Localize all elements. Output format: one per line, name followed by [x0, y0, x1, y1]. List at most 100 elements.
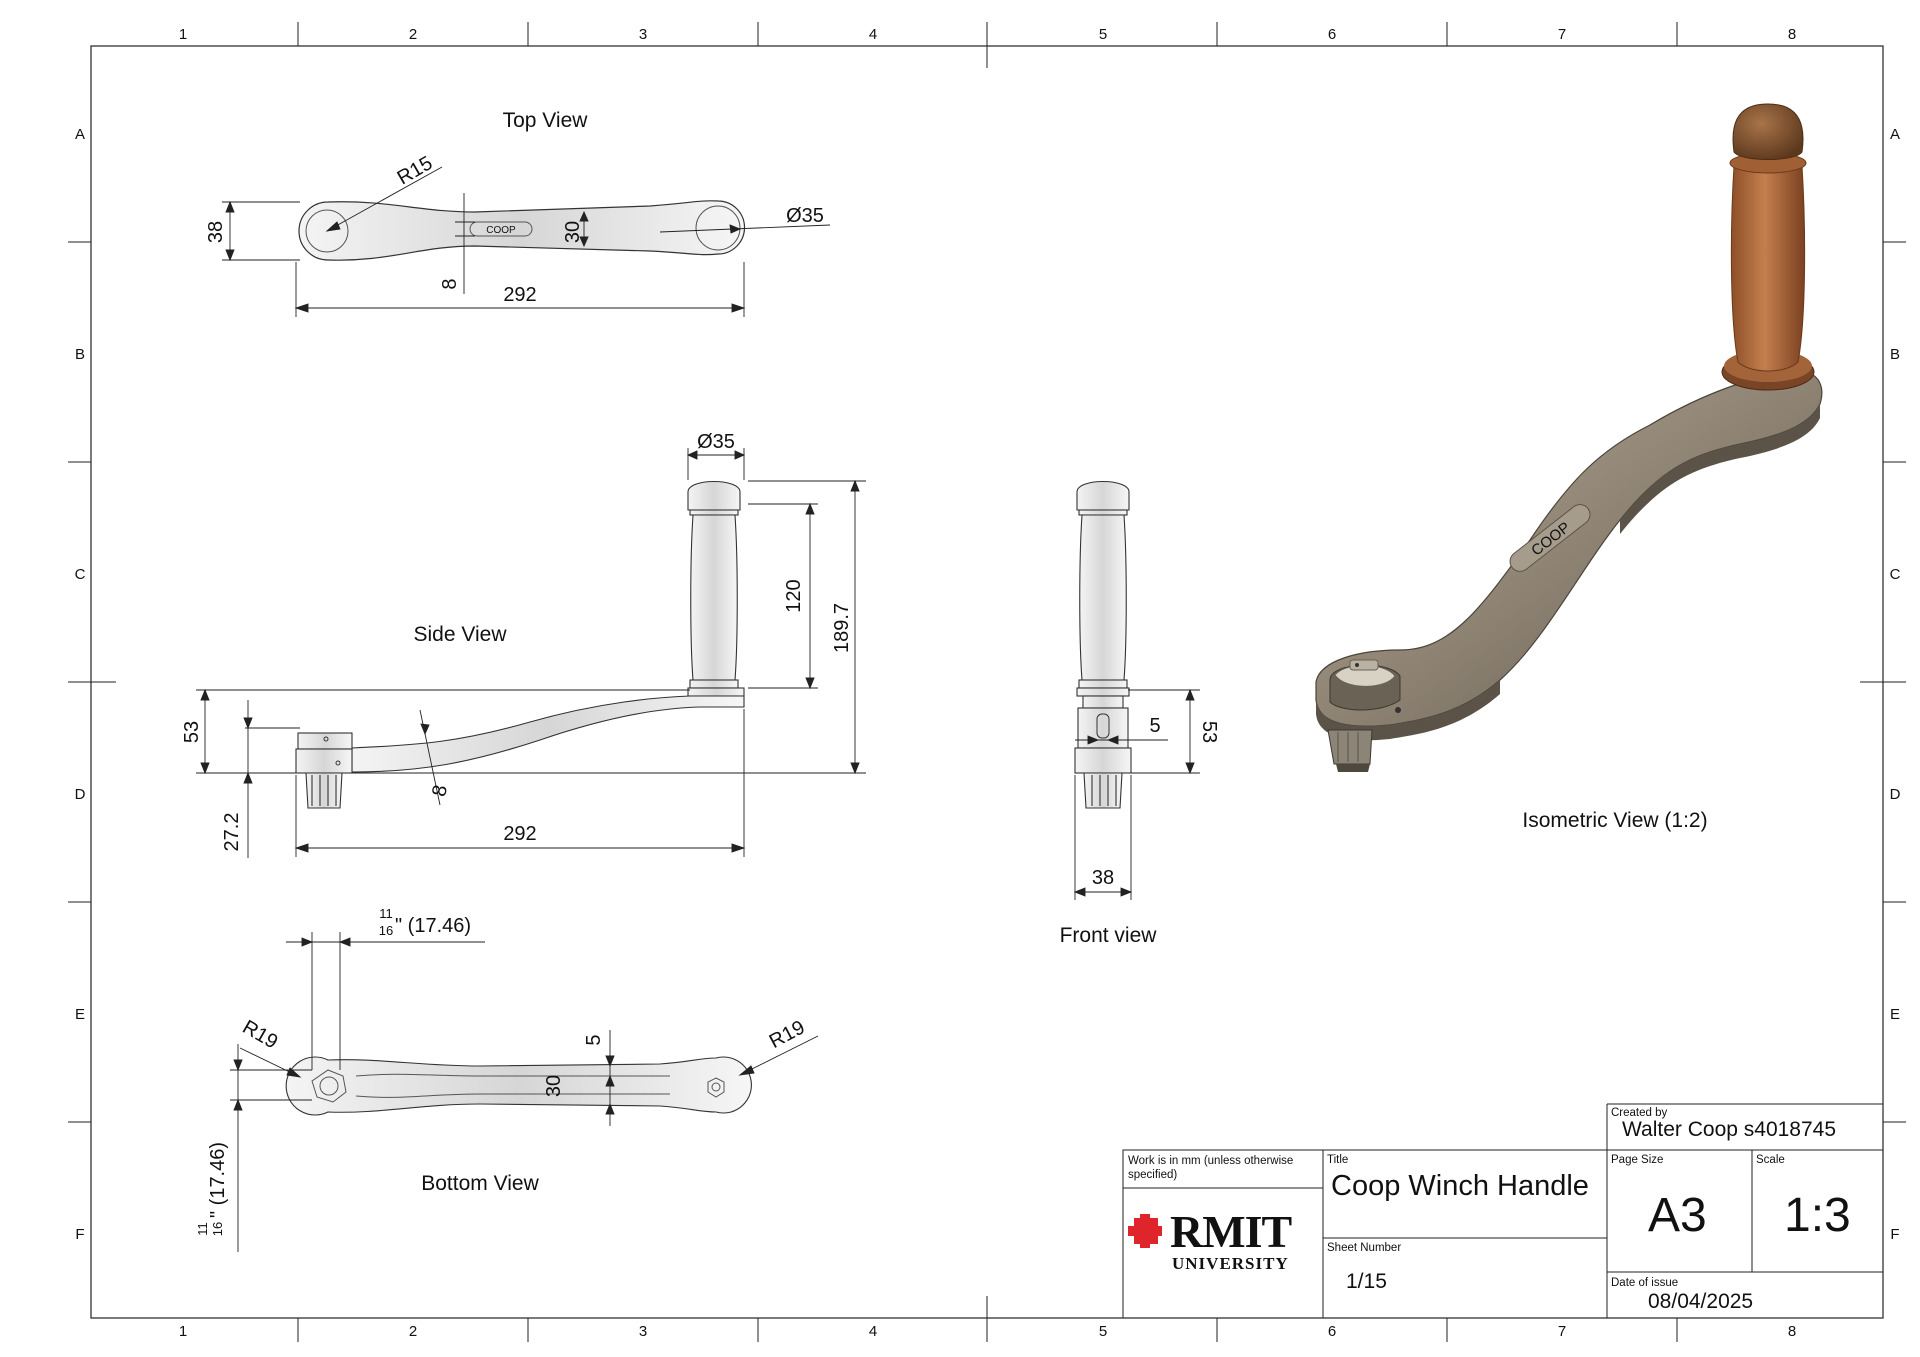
front-dim-38: 38: [1092, 867, 1114, 889]
grid-col-8-top: 8: [1788, 26, 1796, 43]
bottom-dim-frac-num: 11: [379, 906, 393, 921]
grid-col-5-bottom: 5: [1099, 1323, 1107, 1340]
top-dim-292: 292: [503, 284, 536, 306]
grid-col-6-bottom: 6: [1328, 1323, 1336, 1340]
created-caption: Created by: [1611, 1107, 1668, 1119]
grid-col-2-top: 2: [409, 26, 417, 43]
top-dim-dia35: Ø35: [786, 205, 824, 227]
grid-col-5-top: 5: [1099, 26, 1107, 43]
bottom-view-dimension-lines: [230, 932, 819, 1252]
bottom-dim-vert-frac-num: 11: [195, 1222, 210, 1236]
grid-col-3-top: 3: [639, 26, 647, 43]
bottom-dim-5: 5: [583, 1034, 605, 1045]
bottom-dim-vert-frac-den: 16: [210, 1222, 225, 1236]
created-by: Walter Coop s4018745: [1622, 1118, 1837, 1141]
side-dim-53: 53: [181, 721, 203, 743]
bottom-view-inner-lines: [311, 1069, 725, 1103]
rmit-logo-mark: [1128, 1214, 1162, 1248]
top-dim-38: 38: [205, 221, 227, 243]
bottom-view: Bottom View 11: [195, 906, 819, 1252]
isometric-view: Isometric View (1:2) COOP: [1315, 103, 1823, 832]
grid-col-4-bottom: 4: [869, 1323, 877, 1340]
iso-view-label: Isometric View (1:2): [1522, 809, 1707, 832]
page-size: A3: [1648, 1189, 1707, 1242]
side-dim-27: 27.2: [221, 813, 243, 852]
side-view-grip: [687, 481, 745, 697]
grid-row-d-left: D: [75, 786, 86, 803]
top-view: Top View COOP: [205, 109, 831, 317]
iso-socket: [1327, 659, 1401, 772]
top-dim-8: 8: [439, 278, 461, 289]
grid-row-b-left: B: [75, 346, 85, 363]
bottom-view-label: Bottom View: [421, 1172, 539, 1195]
sheet-number: 1/15: [1346, 1270, 1387, 1293]
side-view-pin-hole-2: [335, 760, 341, 766]
top-view-logo-text: COOP: [486, 225, 516, 236]
grid-column-labels: 1 2 3 4 5 6 7 8 1 2 3 4 5 6 7 8: [179, 26, 1796, 1340]
grid-row-a-right: A: [1890, 126, 1900, 143]
bottom-dim-frac-den: 16: [379, 923, 393, 938]
front-dim-5: 5: [1149, 715, 1160, 737]
front-view: Front view 5 53 38: [1060, 481, 1220, 947]
grid-row-c-right: C: [1890, 566, 1901, 583]
grid-col-7-top: 7: [1558, 26, 1566, 43]
side-dim-292: 292: [503, 823, 536, 845]
top-view-handle-outline: [298, 200, 746, 261]
grid-row-f-right: F: [1890, 1226, 1899, 1243]
grid-col-1-bottom: 1: [179, 1323, 187, 1340]
side-view: Side View: [181, 431, 866, 858]
front-view-label: Front view: [1060, 924, 1158, 947]
grid-col-7-bottom: 7: [1558, 1323, 1566, 1340]
grid-row-d-right: D: [1890, 786, 1901, 803]
iso-grip: [1721, 103, 1815, 391]
side-view-pin-hole: [323, 736, 329, 742]
bottom-dim-r19-left: R19: [239, 1016, 282, 1053]
size-caption: Page Size: [1611, 1154, 1664, 1166]
grid-row-a-left: A: [75, 126, 85, 143]
front-view-logo-slot: [1096, 713, 1110, 739]
top-view-label: Top View: [503, 109, 589, 132]
top-view-dimension-lines: [222, 166, 831, 317]
grid-col-1-top: 1: [179, 26, 187, 43]
grid-row-c-left: C: [75, 566, 86, 583]
scale-value: 1:3: [1784, 1189, 1851, 1242]
grid-row-e-left: E: [75, 1006, 85, 1023]
sheet-caption: Sheet Number: [1327, 1242, 1402, 1254]
grid-row-labels: A B C D E F A B C D E F: [75, 126, 1901, 1243]
bottom-dim-30: 30: [543, 1075, 565, 1097]
date-caption: Date of issue: [1611, 1277, 1679, 1289]
bottom-dim-vert-suffix: " (17.46): [207, 1142, 229, 1218]
side-dim-120: 120: [783, 579, 805, 612]
scale-caption: Scale: [1756, 1154, 1785, 1166]
grid-col-3-bottom: 3: [639, 1323, 647, 1340]
grid-col-8-bottom: 8: [1788, 1323, 1796, 1340]
drawing-title: Coop Winch Handle: [1331, 1170, 1589, 1202]
front-dim-53: 53: [1198, 721, 1220, 743]
top-dim-r15: R15: [394, 152, 437, 189]
side-dim-189: 189.7: [831, 603, 853, 653]
title-block-frame: [1122, 1103, 1884, 1319]
front-view-dimension-texts: 5 53 38: [1092, 715, 1220, 889]
grid-row-b-right: B: [1890, 346, 1900, 363]
grid-row-e-right: E: [1890, 1006, 1900, 1023]
top-view-socket-circle: [305, 209, 349, 253]
bottom-dim-frac-suffix: " (17.46): [395, 915, 471, 937]
side-dim-8: 8: [428, 783, 452, 798]
grid-ticks: [68, 22, 1906, 1342]
grid-col-4-top: 4: [869, 26, 877, 43]
side-view-dimension-lines: [196, 448, 866, 858]
front-view-dimension-lines: [1073, 688, 1200, 900]
rmit-logo-subtext: UNIVERSITY: [1172, 1254, 1289, 1273]
work-note: Work is in mm (unless otherwise specifie…: [1128, 1155, 1294, 1181]
side-view-label: Side View: [413, 623, 507, 646]
front-view-body: [1074, 481, 1132, 809]
bottom-view-outline: [285, 1056, 752, 1116]
date-of-issue: 08/04/2025: [1648, 1290, 1754, 1313]
side-view-arm: [295, 695, 745, 809]
top-view-grip-circle: [695, 205, 741, 251]
top-dim-30: 30: [562, 221, 584, 243]
rmit-logo-text: RMIT: [1170, 1206, 1292, 1257]
side-dim-dia35: Ø35: [697, 431, 735, 453]
title-caption: Title: [1327, 1154, 1349, 1166]
grid-row-f-left: F: [75, 1226, 84, 1243]
